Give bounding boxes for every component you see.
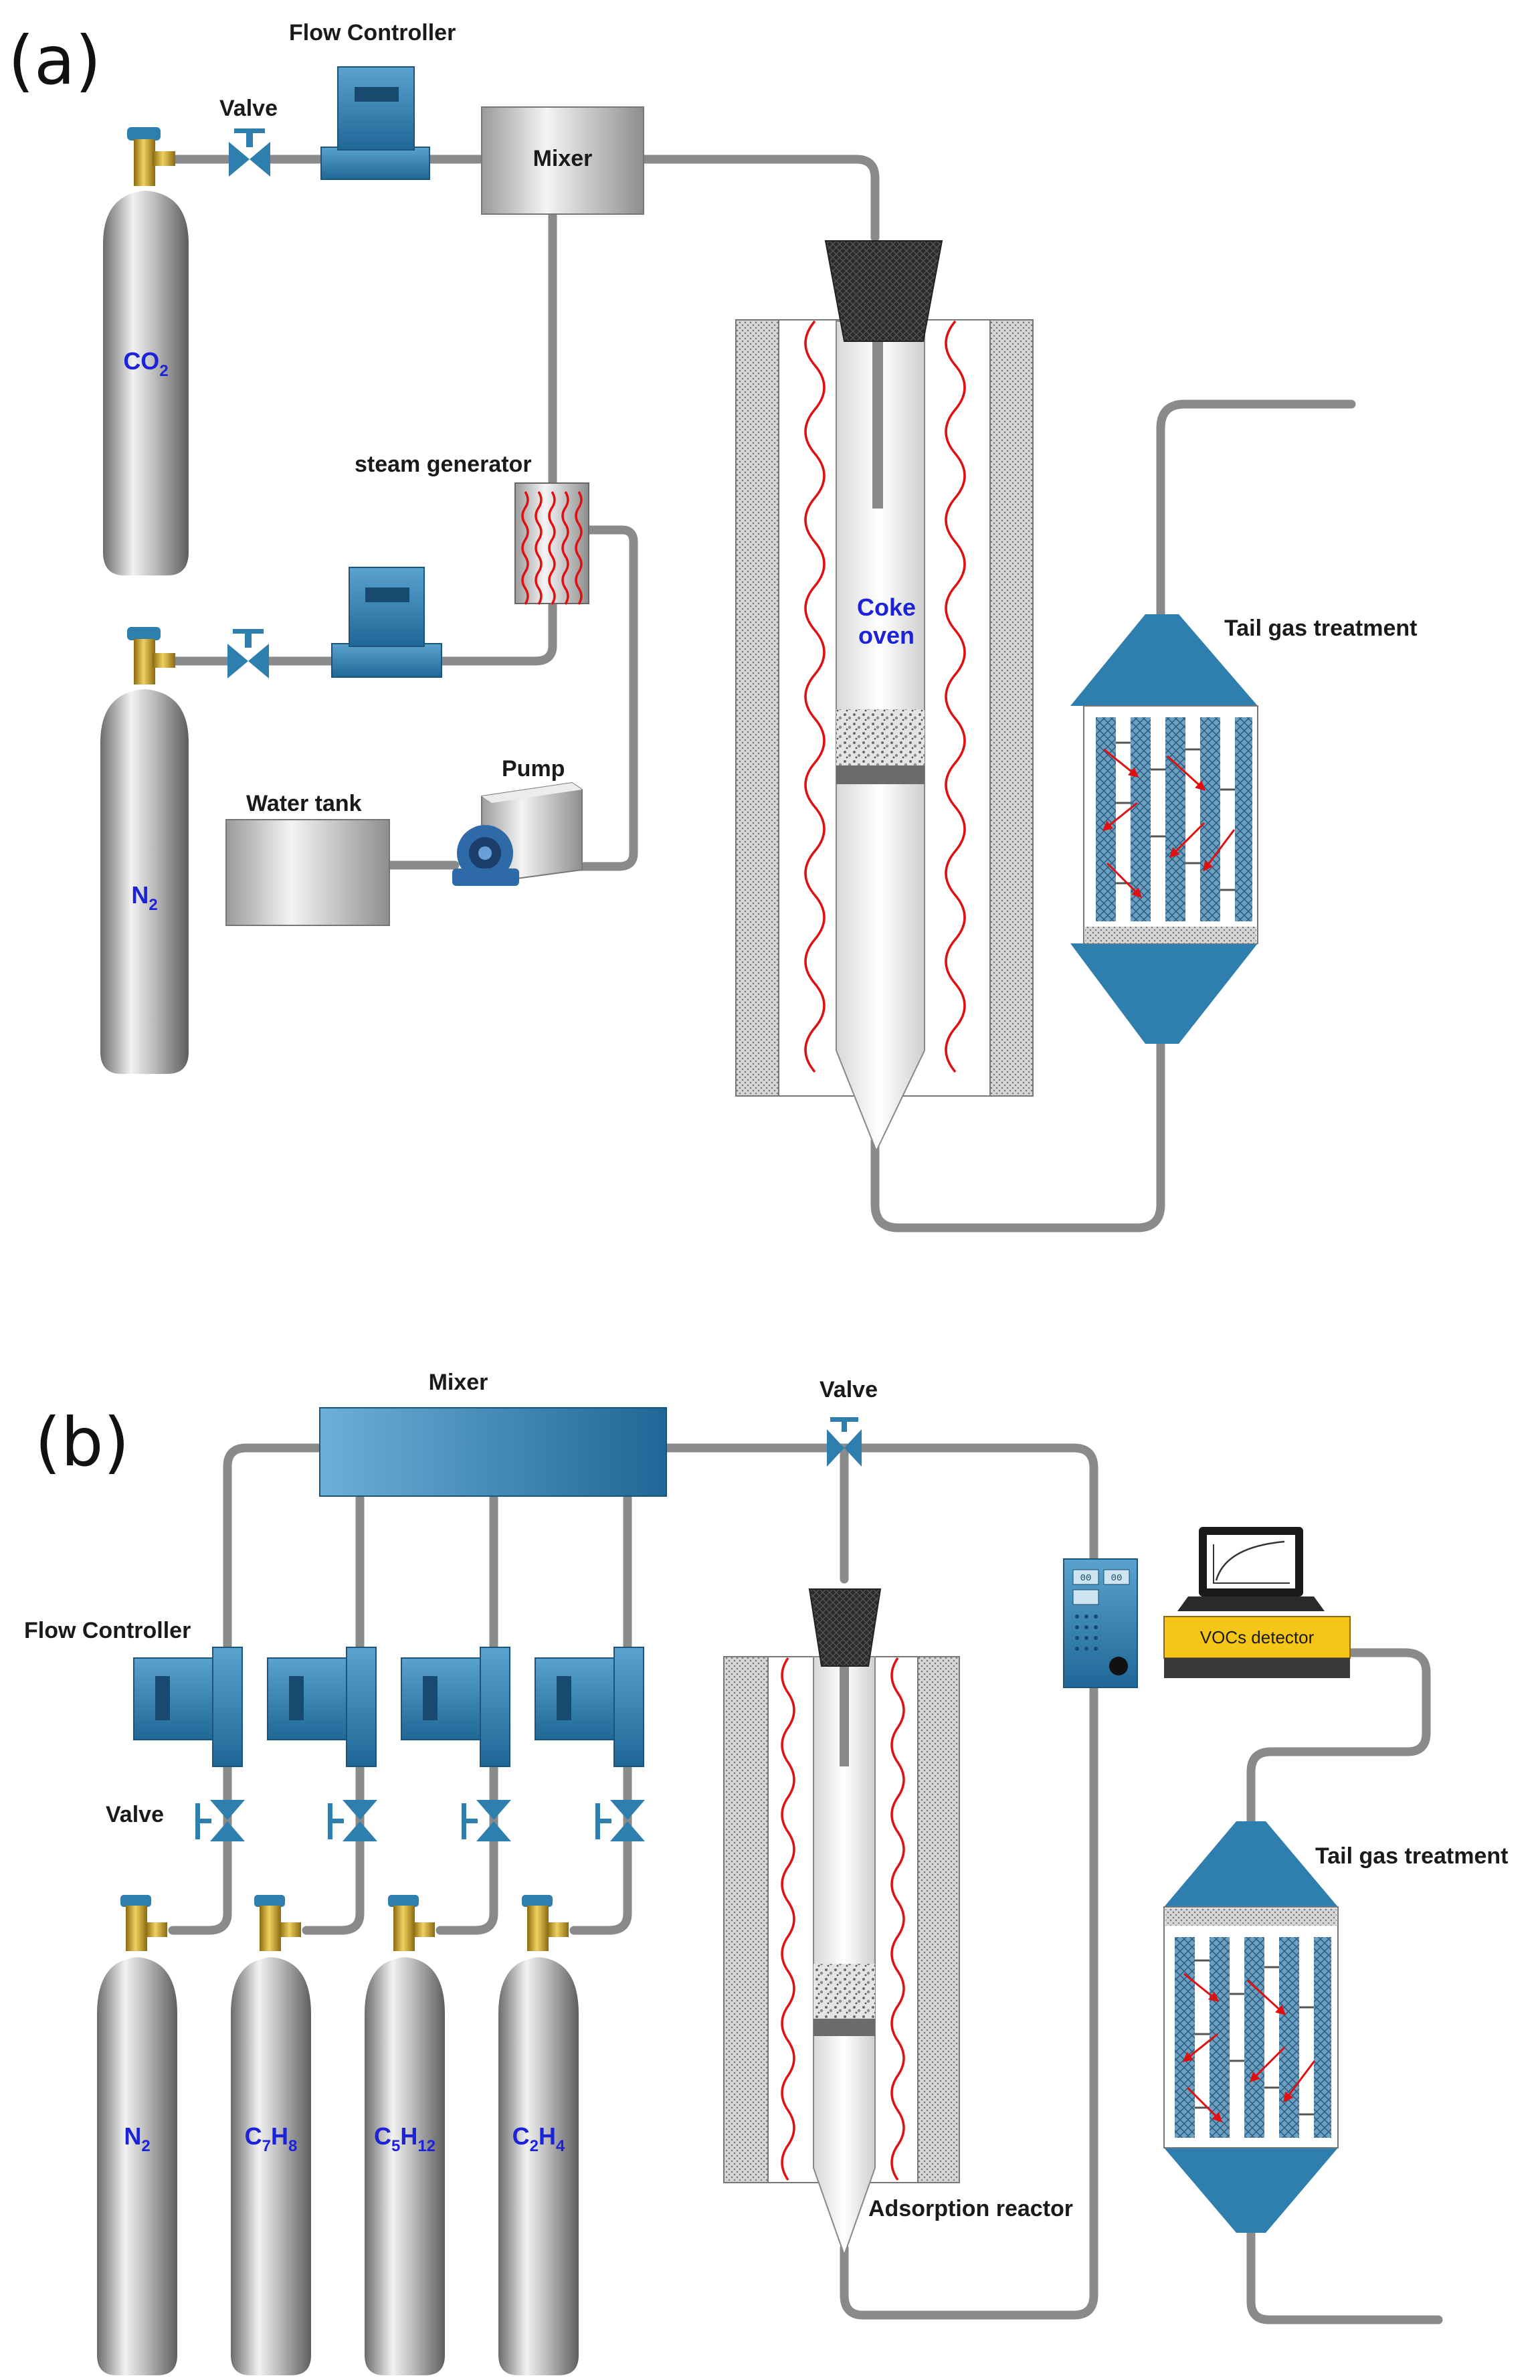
mixer-icon: Mixer	[481, 106, 644, 215]
flow-controller-icon[interactable]	[267, 1647, 377, 1767]
tail-gas-treatment-icon	[1070, 614, 1258, 1044]
valve-top-b-label: Valve	[820, 1377, 878, 1402]
tail-gas-label: Tail gas treatment	[1224, 616, 1417, 641]
cylinder-n2-label: N2	[131, 881, 157, 914]
adsorption-reactor-label: Adsorption reactor	[868, 2196, 1073, 2221]
furnace-icon: Coke oven	[735, 240, 1034, 1153]
gas-cylinder-icon: N2	[100, 627, 189, 1074]
tail-gas-b-label: Tail gas treatment	[1315, 1843, 1508, 1869]
flow-controller-icon[interactable]	[535, 1647, 644, 1767]
flow-controller-b-label: Flow Controller	[24, 1618, 191, 1643]
valve-label: Valve	[219, 96, 278, 121]
water-tank-label: Water tank	[246, 791, 362, 816]
vocs-detector-icon[interactable]: VOCs detector	[1163, 1616, 1351, 1678]
steam-generator-label: steam generator	[355, 452, 532, 477]
valve-icon[interactable]	[195, 1800, 245, 1841]
controller-box-icon[interactable]: 00 00	[1063, 1558, 1138, 1688]
flow-controller-icon[interactable]	[133, 1647, 243, 1767]
tail-gas-treatment-icon	[1163, 1821, 1339, 2233]
mixer-label: Mixer	[533, 146, 593, 171]
laptop-icon[interactable]	[1177, 1527, 1325, 1611]
vocs-detector-label: VOCs detector	[1200, 1627, 1315, 1647]
gas-cylinder-icon: N2	[97, 1895, 177, 2375]
valve-icon[interactable]	[227, 629, 269, 678]
controller-digit: 00	[1111, 1573, 1123, 1584]
valve-icon[interactable]	[462, 1800, 511, 1841]
valve-b-label: Valve	[106, 1802, 164, 1827]
gas-cylinder-icon: C7H8	[231, 1895, 311, 2375]
valve-icon[interactable]	[827, 1417, 862, 1467]
coke-oven-label-1: Coke	[857, 593, 916, 621]
pump-icon[interactable]	[452, 782, 583, 886]
flow-controller-label: Flow Controller	[289, 20, 456, 45]
valve-icon[interactable]	[229, 128, 270, 177]
cylinder-label: N2	[124, 2122, 150, 2155]
flow-controller-icon[interactable]	[401, 1647, 510, 1767]
pump-label: Pump	[502, 756, 565, 782]
gas-cylinder-icon: CO2	[103, 127, 189, 575]
gas-cylinder-icon: C2H4	[498, 1895, 579, 2375]
panel-b-tag: (b)	[35, 1403, 130, 1481]
panel-a: (a) CO2	[8, 20, 1417, 1232]
mixer-b-label: Mixer	[429, 1370, 488, 1395]
pipes-a	[166, 155, 1356, 1232]
panel-b: (b) Mixer Valve	[24, 1370, 1508, 2375]
controller-digit: 00	[1080, 1573, 1092, 1584]
cylinder-label: C5H12	[374, 2122, 436, 2155]
panel-a-tag: (a)	[8, 21, 101, 100]
furnace-icon	[723, 1588, 960, 2257]
cylinder-label: C2H4	[512, 2122, 565, 2155]
gas-cylinder-icon: C5H12	[365, 1895, 445, 2375]
flow-controller-icon[interactable]	[331, 567, 442, 678]
cylinder-co2-label: CO2	[123, 347, 168, 380]
flow-controller-icon[interactable]	[320, 66, 430, 180]
valve-icon[interactable]	[595, 1800, 645, 1841]
coke-oven-label-2: oven	[858, 622, 915, 649]
steam-generator-icon	[514, 482, 589, 605]
mixer-icon: Mixer	[319, 1370, 667, 1497]
valve-icon[interactable]	[328, 1800, 377, 1841]
water-tank-icon	[225, 819, 390, 926]
pipes-b	[168, 1443, 1443, 2324]
cylinder-label: C7H8	[245, 2122, 298, 2155]
